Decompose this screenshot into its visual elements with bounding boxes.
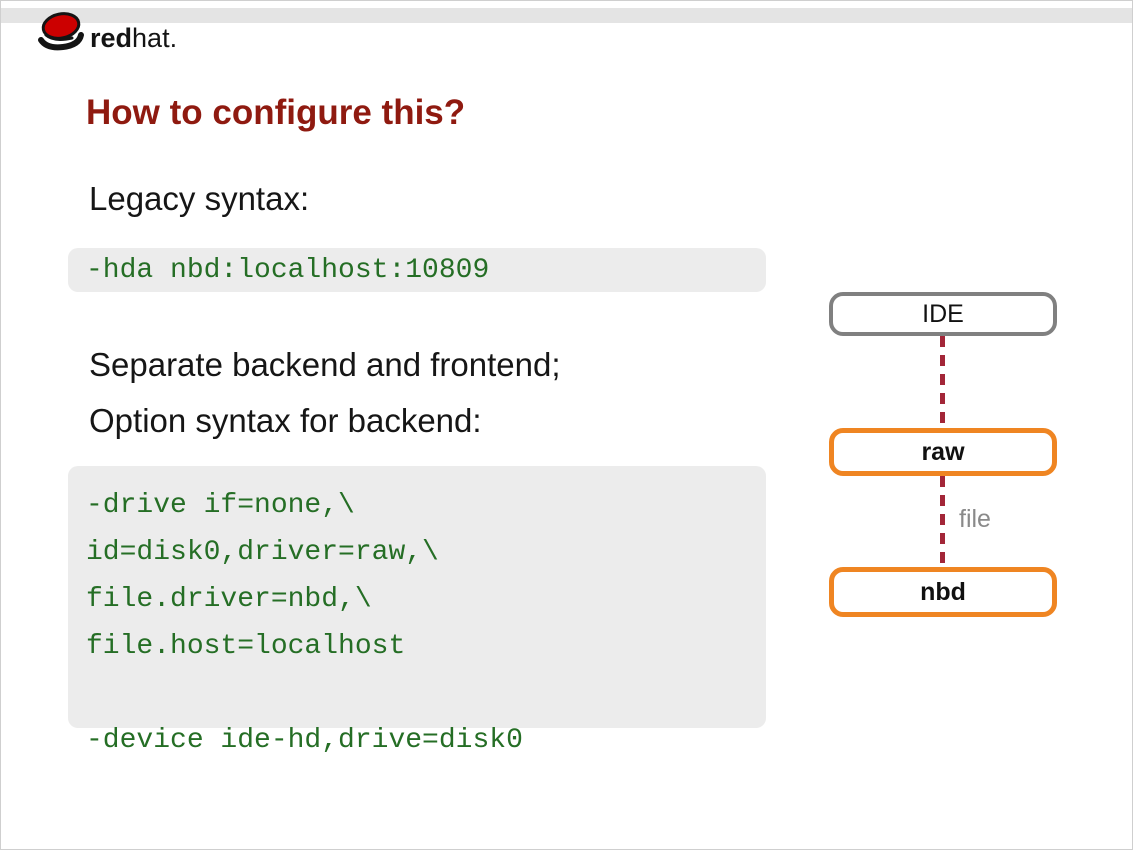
option-code-block: -drive if=none,\ id=disk0,driver=raw,\ f… xyxy=(68,466,766,756)
diagram-node-ide: IDE xyxy=(829,292,1057,336)
logo-word-hat: hat. xyxy=(132,23,178,53)
redhat-wordmark: redhat. xyxy=(90,15,177,52)
redhat-fedora-icon xyxy=(34,9,86,58)
intro-line-1: Separate backend and frontend; xyxy=(89,346,561,383)
legacy-code-text: -hda nbd:localhost:10809 xyxy=(86,254,490,286)
legacy-syntax-label: Legacy syntax: xyxy=(89,180,310,217)
diagram-node-nbd: nbd xyxy=(829,567,1057,617)
redhat-logo: redhat. xyxy=(34,9,177,58)
diagram-node-raw: raw xyxy=(829,428,1057,476)
legacy-code-block: -hda nbd:localhost:10809 xyxy=(68,248,766,292)
connector-ide-raw xyxy=(940,336,945,428)
connector-raw-nbd xyxy=(940,476,945,567)
option-syntax-intro: Separate backend and frontend; Option sy… xyxy=(89,337,561,449)
block-layer-diagram: IDE raw file nbd xyxy=(829,292,1059,622)
edge-label-file: file xyxy=(959,505,991,533)
slide-title: How to configure this? xyxy=(86,93,466,132)
logo-word-red: red xyxy=(90,23,133,53)
intro-line-2: Option syntax for backend: xyxy=(89,402,482,439)
header-band xyxy=(1,8,1132,23)
option-code-text: -drive if=none,\ id=disk0,driver=raw,\ f… xyxy=(86,490,523,756)
